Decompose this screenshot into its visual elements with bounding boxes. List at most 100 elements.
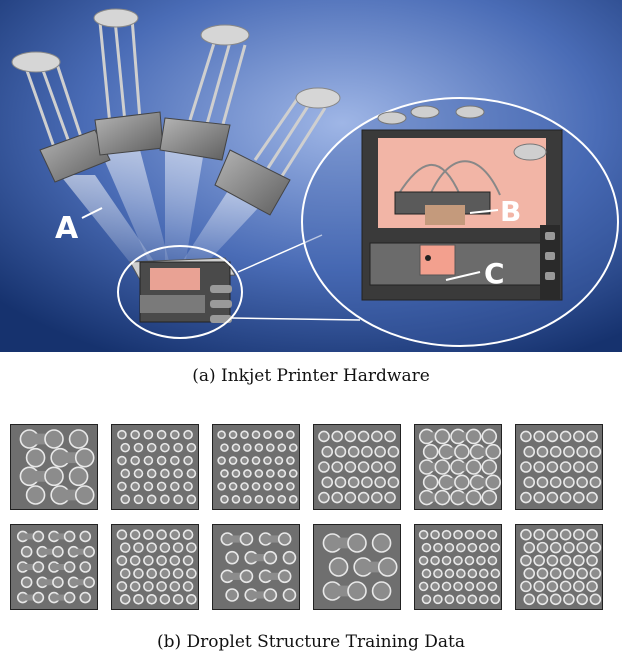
droplet [371, 430, 383, 443]
micrograph-texture [516, 525, 602, 609]
droplet [479, 594, 489, 605]
micrograph-texture [213, 425, 299, 509]
droplet [231, 443, 241, 452]
droplet [159, 568, 171, 579]
droplet [159, 542, 171, 553]
droplet [331, 430, 343, 443]
droplet [573, 580, 585, 593]
droplet [334, 476, 347, 489]
droplet [129, 529, 141, 540]
droplet [467, 594, 478, 605]
droplet [476, 555, 486, 566]
droplet [418, 529, 429, 540]
droplet [559, 430, 572, 443]
droplet [465, 428, 482, 445]
droplet [481, 489, 498, 506]
droplet [266, 443, 275, 452]
droplet [546, 461, 559, 473]
droplet [182, 555, 194, 566]
droplet [589, 541, 602, 554]
droplet [490, 568, 501, 579]
droplet [434, 489, 451, 506]
micrograph-texture [11, 525, 97, 609]
droplet [328, 557, 349, 577]
droplet-bridge [22, 564, 39, 570]
droplet [546, 580, 559, 593]
droplet [546, 491, 559, 504]
droplet [421, 594, 432, 605]
droplet [52, 576, 64, 589]
droplet [263, 430, 272, 439]
droplet [454, 474, 470, 491]
droplet [63, 591, 76, 604]
micrograph-tile [313, 524, 401, 610]
droplet [274, 482, 284, 491]
droplet [318, 430, 330, 443]
droplet [74, 485, 95, 505]
droplet [520, 491, 532, 504]
droplet [173, 442, 183, 453]
droplet [523, 476, 536, 489]
droplet [133, 568, 144, 579]
droplet-bridge [251, 591, 271, 599]
droplet [159, 594, 171, 605]
droplet [172, 594, 184, 605]
droplet [116, 555, 128, 566]
droplet [133, 494, 144, 505]
droplet-bridge [54, 594, 70, 601]
droplet [464, 581, 475, 592]
droplet-bridge [458, 462, 474, 472]
droplet [146, 494, 157, 505]
droplet [456, 542, 466, 553]
droplet [371, 581, 392, 601]
droplet [573, 430, 585, 443]
print-head-assembly-3 [159, 24, 250, 161]
droplet [485, 474, 501, 491]
droplet-bridge [22, 594, 39, 601]
light-beam [60, 175, 160, 275]
droplet [240, 456, 249, 465]
print-head-assembly-1 [11, 51, 111, 183]
droplet [387, 476, 400, 489]
droplet [430, 581, 440, 592]
droplet [243, 443, 252, 452]
droplet [32, 561, 45, 573]
droplet [63, 530, 76, 543]
droplet [117, 455, 127, 466]
droplet-bridge [227, 535, 247, 543]
droplet [384, 461, 396, 473]
droplet-bridge [265, 535, 285, 543]
droplet-bridge [29, 433, 54, 445]
droplet [186, 468, 197, 479]
droplet [169, 581, 181, 592]
droplet [228, 482, 238, 491]
droplet [374, 445, 386, 458]
droplet [225, 588, 239, 602]
droplet [170, 429, 180, 440]
droplet [133, 594, 144, 605]
droplet [559, 491, 572, 504]
droplet [225, 550, 239, 565]
droplet-bridge [477, 447, 494, 456]
droplet-bridge [60, 452, 85, 464]
droplet [172, 568, 184, 579]
droplet [384, 430, 396, 443]
droplet [25, 447, 46, 468]
droplet [156, 429, 167, 440]
micrograph-texture [516, 425, 602, 509]
droplet [421, 568, 432, 579]
label-a: A [55, 211, 79, 246]
droplet [576, 567, 588, 580]
droplet [453, 529, 463, 540]
droplet [133, 542, 144, 553]
droplet [83, 576, 95, 589]
droplet [129, 555, 141, 566]
droplet [344, 491, 357, 504]
droplet [156, 481, 167, 492]
droplet [421, 542, 432, 553]
droplet [321, 476, 334, 489]
droplet [374, 476, 386, 489]
droplet [418, 581, 429, 592]
droplet-bridge [426, 493, 443, 502]
droplet [361, 445, 373, 458]
